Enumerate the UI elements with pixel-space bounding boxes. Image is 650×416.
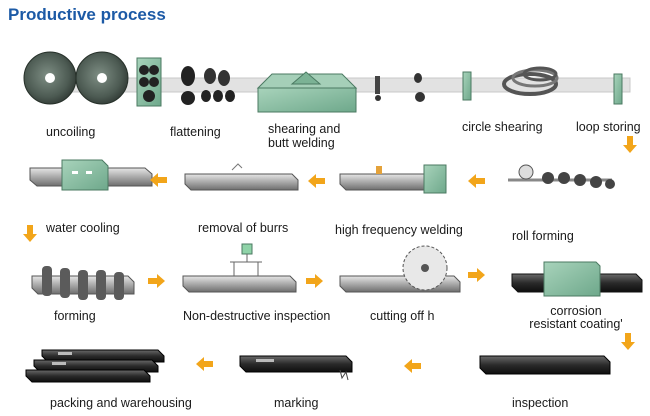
label-roll-forming: roll forming <box>512 229 574 243</box>
arrow-down-3 <box>621 333 635 350</box>
forming-rollers <box>31 266 135 300</box>
loop-coil-spiral <box>502 66 559 96</box>
label-inspection: inspection <box>512 396 569 410</box>
packing-stack <box>25 349 165 383</box>
arrow-left-4 <box>196 357 213 371</box>
label-marking: marking <box>274 396 319 410</box>
arrow-left-1 <box>150 173 167 187</box>
corrosion-coating-pipe <box>511 261 643 297</box>
page-title: Productive process <box>8 5 166 24</box>
roll-forming-rolls <box>508 164 615 189</box>
label-flattening: flattening <box>170 125 221 139</box>
arrow-left-3 <box>468 174 485 188</box>
label-uncoiling: uncoiling <box>46 125 96 139</box>
label-shearing-line1: shearing and <box>268 122 341 136</box>
water-cooling-pipe <box>29 159 153 191</box>
label-shearing-line2: butt welding <box>268 136 335 150</box>
label-forming: forming <box>54 309 96 323</box>
arrow-down-2 <box>23 225 37 242</box>
label-circle-shearing: circle shearing <box>462 120 543 134</box>
circle-shear-stations <box>375 71 472 102</box>
flattening-machine <box>136 57 162 107</box>
label-corrosion-line2: resistant coating' <box>529 317 623 331</box>
label-nde: Non-destructive inspection <box>183 309 331 323</box>
label-cutting-off: cutting off h <box>370 309 435 323</box>
arrow-right-1 <box>148 274 165 288</box>
label-packing: packing and warehousing <box>50 396 192 410</box>
flattening-rollers <box>181 66 235 105</box>
label-corrosion-line1: corrosion <box>550 304 602 318</box>
removal-of-burrs-pipe <box>184 163 299 191</box>
nde-pipe <box>182 243 297 293</box>
uncoiler-coils <box>23 51 129 105</box>
arrow-left-2 <box>308 174 325 188</box>
cutting-off-pipe <box>339 245 461 293</box>
arrow-right-2 <box>306 274 323 288</box>
label-removal-of-burrs: removal of burrs <box>198 221 289 235</box>
hf-welding-pipe <box>339 164 447 194</box>
arrow-right-3 <box>468 268 485 282</box>
arrow-down-1 <box>623 136 637 153</box>
label-water-cooling: water cooling <box>46 221 120 235</box>
label-loop-storing: loop storing <box>576 120 641 134</box>
inspection-pipe <box>479 355 611 375</box>
marking-pipe <box>239 355 353 381</box>
arrow-left-5 <box>404 359 421 373</box>
label-hf-welding: high frequency welding <box>335 223 463 237</box>
shearing-welding-machine <box>256 71 358 113</box>
loop-storing-post <box>613 73 623 105</box>
